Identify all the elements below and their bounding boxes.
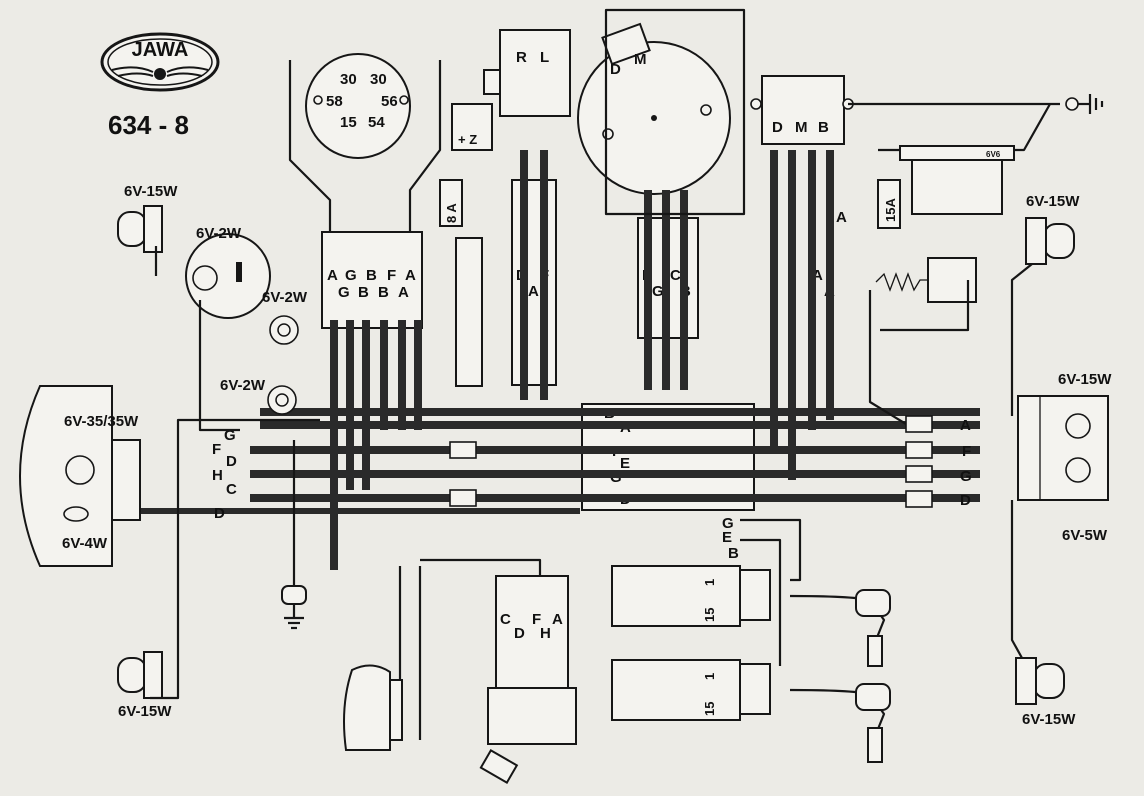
brake-light-switch — [875, 257, 977, 303]
dynamo-terminal-d: D — [610, 61, 621, 78]
ign-terminal-56: 56 — [381, 93, 398, 110]
dynamo-terminal-m: M — [634, 51, 647, 68]
sw-r2-1: B — [358, 284, 369, 301]
switch-block: A G B F A G B B A — [321, 231, 423, 329]
hl-label-d2: D — [214, 505, 225, 522]
sw-r1-0: A — [327, 267, 338, 284]
wire-runs — [150, 8, 1060, 740]
fuse-box: + Z 8 A — [439, 103, 493, 227]
bus-right-d: D — [960, 492, 971, 509]
main-bus — [140, 150, 980, 570]
ign-terminal-30b: 30 — [370, 71, 387, 88]
dyn-conn-c: C — [670, 267, 681, 284]
indicator-rear-left-rating: 6V-15W — [118, 703, 172, 720]
ign-terminal-30a: 30 — [340, 71, 357, 88]
coil-harness-g: G — [722, 515, 734, 532]
sw-r2-0: G — [338, 284, 350, 301]
tell-tale-1 — [269, 315, 299, 345]
regulator: D M B — [750, 75, 854, 145]
junction-label-e: E — [620, 455, 630, 472]
fuse-8a-label: 8 A — [444, 203, 459, 223]
tell-tale-2-rating: 6V-2W — [220, 377, 266, 394]
sw-r1-1: G — [345, 267, 357, 284]
ignition-switch: 30 30 58 56 15 54 — [305, 53, 411, 159]
lower-sw-d: D — [514, 625, 525, 642]
hl-label-f: F — [212, 441, 221, 458]
coil-harness-b: B — [728, 545, 739, 562]
parking-rating: 6V-4W — [62, 535, 108, 552]
hl-label-d1: D — [226, 453, 237, 470]
hl-label-h: H — [212, 467, 223, 484]
coil1-term-1: 1 — [702, 579, 717, 586]
headlamp — [19, 385, 141, 567]
dyn-conn-g: G — [652, 283, 664, 300]
speedo-rating: 6V-2W — [196, 225, 242, 242]
ignition-coil-2: 1 15 — [611, 659, 771, 721]
mid-conn-a: A — [528, 283, 539, 300]
coil2-term-15: 15 — [702, 702, 717, 716]
indicator-front-right-rating: 6V-15W — [1026, 193, 1080, 210]
indicator-front-right — [1025, 217, 1075, 265]
flasher-terminal-l: L — [540, 49, 549, 66]
indicator-rear-right-rating: 6V-15W — [1022, 711, 1076, 728]
tell-tale-1-rating: 6V-2W — [262, 289, 308, 306]
battery-label: 6V6 — [986, 150, 1001, 159]
indicator-front-left — [117, 205, 163, 253]
right-bus-connectors — [449, 415, 933, 508]
ground-symbol-top — [1065, 94, 1104, 114]
spark-plug-2 — [789, 683, 891, 763]
hl-label-c: C — [226, 481, 237, 498]
hl-label-g: G — [224, 427, 236, 444]
ign-terminal-58: 58 — [326, 93, 343, 110]
sw-r1-3: F — [387, 267, 396, 284]
flasher-unit: R L — [483, 29, 571, 117]
sw-r2-3: A — [398, 284, 409, 301]
lower-sw-a: A — [552, 611, 563, 628]
jawa-logo: JAWA — [100, 32, 220, 92]
regulator-terminal-b: B — [818, 119, 829, 136]
lower-sw-c: C — [500, 611, 511, 628]
fuse-15a-label: 15A — [883, 198, 898, 222]
reg-wire-a1: A — [836, 209, 847, 226]
indicator-rear-left — [117, 651, 163, 699]
lower-switch: C F A D H — [479, 575, 577, 785]
ignition-coil-1: 1 15 — [611, 565, 771, 627]
bus-right-f: F — [962, 443, 971, 460]
coil2-term-1: 1 — [702, 673, 717, 680]
flasher-terminal-r: R — [516, 49, 527, 66]
headlamp-rating: 6V-35/35W — [64, 413, 139, 430]
model-number: 634 - 8 — [108, 110, 189, 140]
sw-r1-4: A — [405, 267, 416, 284]
lower-sw-h: H — [540, 625, 551, 642]
dynamo: D M — [577, 22, 731, 195]
battery: 6V6 15A — [877, 145, 1015, 229]
ign-terminal-54: 54 — [368, 114, 385, 131]
ign-terminal-15: 15 — [340, 114, 357, 131]
sw-r1-2: B — [366, 267, 377, 284]
tail-lamp — [1017, 395, 1109, 501]
middle-connector: D F A — [455, 179, 557, 387]
tail-light-rating: 6V-5W — [1062, 527, 1108, 544]
horn-ground — [281, 585, 307, 630]
reg-wire-a2: A — [812, 267, 823, 284]
coil1-term-15: 15 — [702, 608, 717, 622]
regulator-terminal-m: M — [795, 119, 808, 136]
fuse-box-top-label: + Z — [458, 132, 477, 147]
coil-harness-e: E — [722, 529, 732, 546]
speedometer-lamp — [185, 233, 271, 319]
indicator-front-left-rating: 6V-15W — [124, 183, 178, 200]
regulator-terminal-d: D — [772, 119, 783, 136]
bus-right-g: G — [960, 468, 972, 485]
bus-right-a: A — [960, 417, 971, 434]
spark-plug-1 — [789, 589, 891, 667]
horn — [343, 664, 403, 751]
tail-stop-rating: 6V-15W — [1058, 371, 1112, 388]
logo-text: JAWA — [132, 39, 189, 61]
tell-tale-2 — [267, 385, 297, 415]
lower-sw-f: F — [532, 611, 541, 628]
sw-r2-2: B — [378, 284, 389, 301]
indicator-rear-right — [1015, 657, 1065, 705]
